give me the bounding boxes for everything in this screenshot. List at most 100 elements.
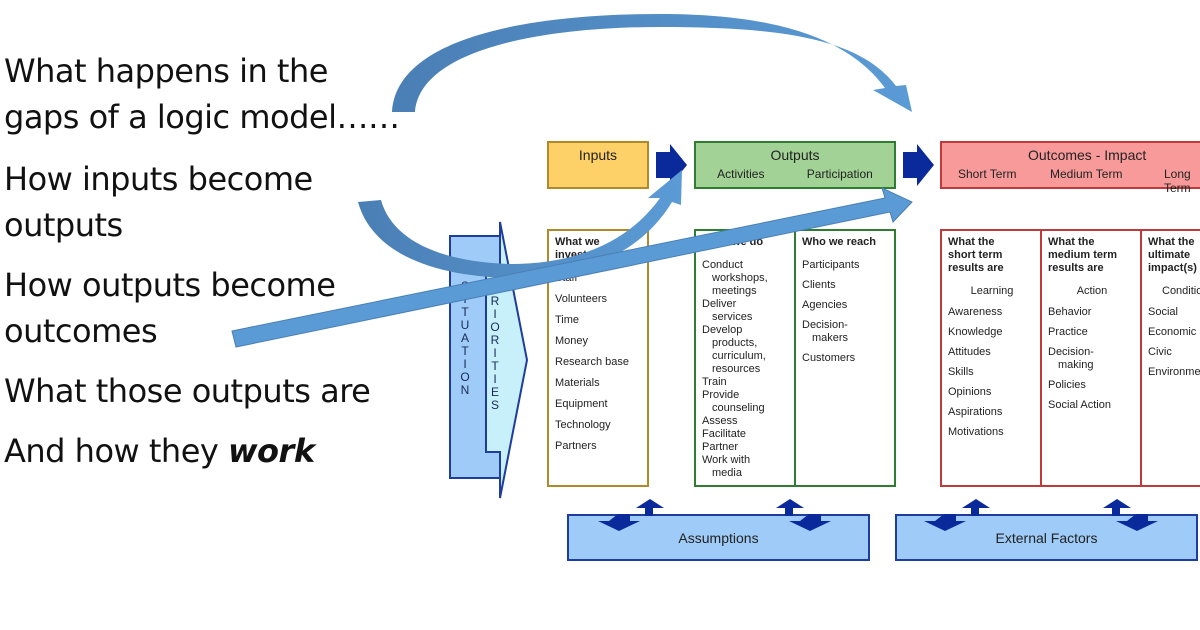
list-item: Awareness xyxy=(948,306,1036,319)
column-title-line: results are xyxy=(1048,262,1104,274)
external-factors-double-arrows-icon xyxy=(924,499,1158,531)
list-item: Money xyxy=(555,335,589,347)
bullet-gaps: What happens in the gaps of a logic mode… xyxy=(4,52,400,136)
list-item: Train xyxy=(702,376,790,389)
list-item: Knowledge xyxy=(948,326,1036,339)
vertical-letter: N xyxy=(460,383,470,397)
vertical-letter: T xyxy=(491,359,499,373)
list-item: Equipment xyxy=(555,398,608,410)
list-item-line: Social xyxy=(1148,306,1178,318)
outcomes-header: Outcomes - Impact Short Term Medium Term… xyxy=(940,141,1200,195)
list-item-line: Deliver xyxy=(702,298,737,310)
bullet-inputs-outputs: How inputs become outputs xyxy=(4,160,313,244)
list-item-line: products, xyxy=(712,337,758,349)
list-item: Partner xyxy=(702,441,790,454)
list-item: Opinions xyxy=(948,386,1036,399)
inputs-header: Inputs xyxy=(547,141,649,189)
subheader-long-term: Long Term xyxy=(1164,167,1191,195)
vertical-letter: I xyxy=(493,372,497,386)
list-item-line: Environmental xyxy=(1148,366,1200,378)
list-item: Social Action xyxy=(1048,399,1136,412)
column-title-line: medium term xyxy=(1048,249,1118,261)
list-item-line: Aspirations xyxy=(948,406,1003,418)
list-item: Attitudes xyxy=(948,346,1036,359)
list-item-line: Decision- xyxy=(802,319,848,331)
list-item: Environmental xyxy=(1148,366,1200,379)
list-item: Aspirations xyxy=(948,406,1036,419)
column-title-line: ultimate xyxy=(1148,249,1191,261)
subheader-activities: Activities xyxy=(717,167,765,181)
list-item-line: Assess xyxy=(702,415,738,427)
column-title-line: impact(s) is xyxy=(1148,262,1200,274)
column-title-line: What the xyxy=(1048,236,1095,248)
list-item-line: Social Action xyxy=(1048,399,1111,411)
vertical-letter: I xyxy=(493,307,497,321)
list-item-line: media xyxy=(712,467,742,479)
vertical-letter: R xyxy=(490,333,500,347)
list-item-line: Economic xyxy=(1148,326,1197,338)
list-item-line: Decision- xyxy=(1048,346,1094,358)
medium-term-category: Action xyxy=(1076,285,1108,297)
list-item: Policies xyxy=(1048,379,1136,392)
vertical-letter: T xyxy=(461,344,469,358)
list-item-line: services xyxy=(712,311,753,323)
list-item: Research base xyxy=(555,356,629,368)
list-item: Participants xyxy=(802,259,888,272)
subheader-participation: Participation xyxy=(806,167,873,181)
vertical-letter: O xyxy=(490,320,500,334)
inputs-to-outputs-arrow-icon xyxy=(656,144,687,186)
column-title-line: results are xyxy=(948,262,1004,274)
gap-arc-arrow-icon xyxy=(392,14,912,112)
vertical-letter: I xyxy=(463,357,467,371)
subheader-medium-term: Medium Term xyxy=(1050,167,1123,181)
list-item: Economic xyxy=(1148,326,1200,339)
list-item-line: Develop xyxy=(702,324,743,336)
list-item: Social xyxy=(1148,306,1200,319)
list-item-line: Provide xyxy=(702,389,740,401)
list-item-line: Train xyxy=(702,376,727,388)
column-title-line: short term xyxy=(948,249,1003,261)
vertical-letter: O xyxy=(460,370,470,384)
list-item-line: Opinions xyxy=(948,386,992,398)
list-item-line: counseling xyxy=(712,402,765,414)
outputs-header: Outputs Activities Participation xyxy=(694,141,896,189)
list-item-line: Customers xyxy=(802,352,856,364)
list-item: Facilitate xyxy=(702,428,790,441)
list-item-line: Awareness xyxy=(948,306,1003,318)
short-term-category: Learning xyxy=(970,285,1014,297)
list-item-line: Conduct xyxy=(702,259,743,271)
list-item: Decision-making xyxy=(1048,346,1136,372)
list-item-line: Partner xyxy=(702,441,739,453)
vertical-letter: E xyxy=(490,385,499,399)
list-item-line: Civic xyxy=(1148,346,1172,358)
list-item: Motivations xyxy=(948,426,1036,439)
column-title-line: What the xyxy=(1148,236,1195,248)
list-item-line: curriculum, xyxy=(712,350,766,362)
list-item: Behavior xyxy=(1048,306,1136,319)
list-item-line: resources xyxy=(712,363,761,375)
outputs-to-outcomes-straight-arrow-icon xyxy=(231,187,913,348)
list-item: Partners xyxy=(555,440,597,452)
vertical-letter: U xyxy=(460,318,470,332)
column-title-line: What the xyxy=(948,236,995,248)
list-item: Assess xyxy=(702,415,790,428)
vertical-letter: T xyxy=(461,305,469,319)
list-item: Materials xyxy=(555,377,600,389)
list-item: Volunteers xyxy=(555,293,607,305)
list-item: Decision-makers xyxy=(802,319,888,345)
list-item-line: Facilitate xyxy=(702,428,747,440)
bullet-what-outputs: What those outputs are xyxy=(4,372,371,410)
assumptions-double-arrows-icon xyxy=(598,499,831,531)
